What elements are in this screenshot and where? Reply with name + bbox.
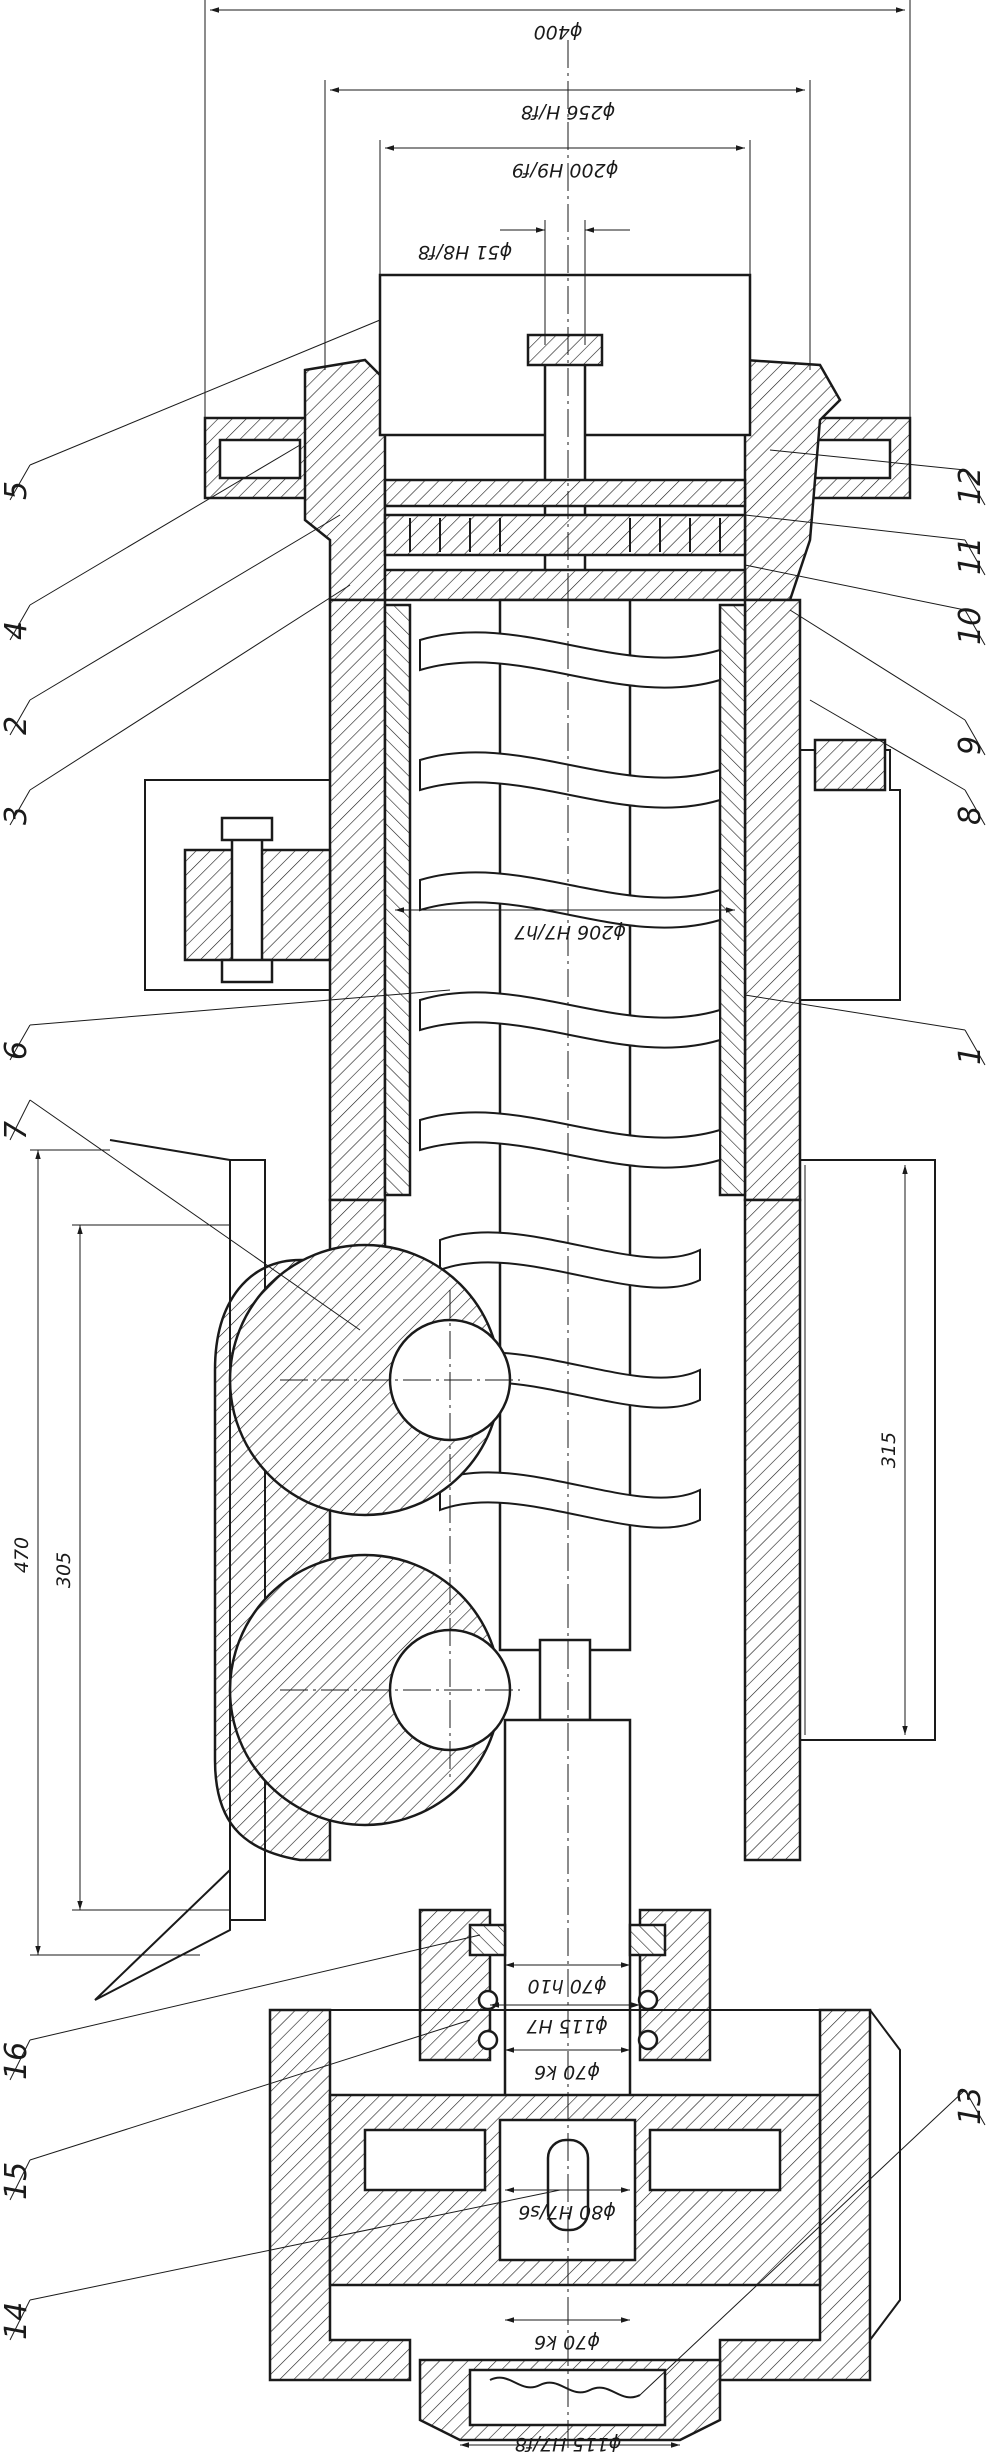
leader-lines [9, 319, 986, 2396]
drive-assembly [268, 40, 901, 2450]
chute-plate [229, 1159, 266, 1921]
flight-1 [419, 631, 721, 689]
pos-10: 10 [953, 607, 988, 645]
bolt [230, 828, 264, 982]
dim-l305: 305 [53, 1552, 75, 1588]
dimension-lines [30, 0, 911, 2448]
seal-right [628, 1923, 667, 1957]
flight-3 [419, 871, 721, 929]
pos-12: 12 [953, 467, 988, 505]
disc-lower [383, 568, 747, 602]
bolt-nut-bottom [220, 958, 274, 984]
side-boss [813, 738, 887, 792]
pos-1: 1 [953, 1046, 988, 1065]
gear-rim-inner [363, 2128, 487, 2192]
dim-d206: ϕ206 H7/h7 [514, 921, 626, 943]
pos-15: 15 [0, 2162, 34, 2200]
pos-16: 16 [0, 2042, 34, 2080]
pos-11: 11 [953, 537, 988, 575]
pos-2: 2 [0, 716, 34, 735]
seal-left [468, 1923, 507, 1957]
dim-d200: ϕ200 H9/f9 [512, 159, 618, 181]
liner-left [383, 603, 412, 1197]
pos-5: 5 [0, 481, 34, 500]
pos-4: 4 [0, 621, 34, 640]
pos-13: 13 [953, 2087, 988, 2125]
dim-d115h7: ϕ115 H7 [526, 2015, 607, 2037]
shaft-key [538, 1638, 592, 1722]
gear-rim-inner-r [648, 2128, 782, 2192]
dim-d80: ϕ80 H7/s6 [518, 2201, 616, 2223]
dim-d51: ϕ51 H8/f8 [418, 241, 512, 263]
disc-upper [383, 478, 747, 508]
dim-d115h7f8: ϕ115 H7/f8 [515, 2433, 621, 2455]
dim-d256: ϕ256 H/f8 [521, 101, 615, 123]
spring-13 [489, 2376, 641, 2399]
pos-8: 8 [953, 806, 988, 825]
top-assembly [203, 273, 912, 617]
pos-3: 3 [0, 806, 34, 825]
flight-8 [439, 1471, 701, 1529]
housing-right [743, 1198, 802, 1862]
dim-l470: 470 [11, 1537, 33, 1573]
side-bracket [799, 749, 901, 1001]
flange-spoke-left [218, 438, 302, 480]
bearing-ball-l2 [477, 2029, 499, 2051]
dim-d70k6a: ϕ70 k6 [534, 2061, 600, 2083]
dim-d70h10: ϕ70 h10 [528, 1975, 607, 1997]
screw [419, 598, 721, 1652]
dim-d400: ϕ400 [534, 21, 583, 43]
bearing-ball-r1 [637, 1989, 659, 2011]
outer-casing-right [800, 1159, 936, 1741]
bearing-ball-l1 [477, 1989, 499, 2011]
dim-d70k6b: ϕ70 k6 [534, 2331, 600, 2353]
pos-7: 7 [0, 1121, 34, 1140]
hopper-chute [94, 1139, 231, 2001]
flight-4 [419, 991, 721, 1049]
flight-6 [439, 1231, 701, 1289]
gearbox-outline [270, 2009, 901, 2341]
mount-plate [144, 779, 331, 991]
pos-6: 6 [0, 1041, 34, 1060]
position-labels: 5 4 2 3 6 7 16 15 14 12 11 10 9 8 1 13 [0, 467, 988, 2340]
bolt-nut-top [220, 816, 274, 842]
head-housing [303, 358, 387, 602]
pos-9: 9 [953, 736, 988, 755]
flight-2 [419, 751, 721, 809]
dim-l315: 315 [878, 1432, 900, 1468]
bearing-ball-r2 [637, 2029, 659, 2051]
dimension-labels: ϕ400 ϕ256 H/f8 ϕ200 H9/f9 ϕ51 H8/f8 ϕ206… [11, 21, 900, 2455]
feed-housing [94, 1139, 936, 2001]
flight-5 [419, 1111, 721, 1169]
barrel-wall-right [743, 598, 802, 1202]
barrel-wall-left [328, 598, 387, 1202]
liner-right [718, 603, 747, 1197]
disc-mid [383, 513, 747, 557]
center-rod-tip [526, 333, 604, 367]
pos-14: 14 [0, 2302, 34, 2340]
